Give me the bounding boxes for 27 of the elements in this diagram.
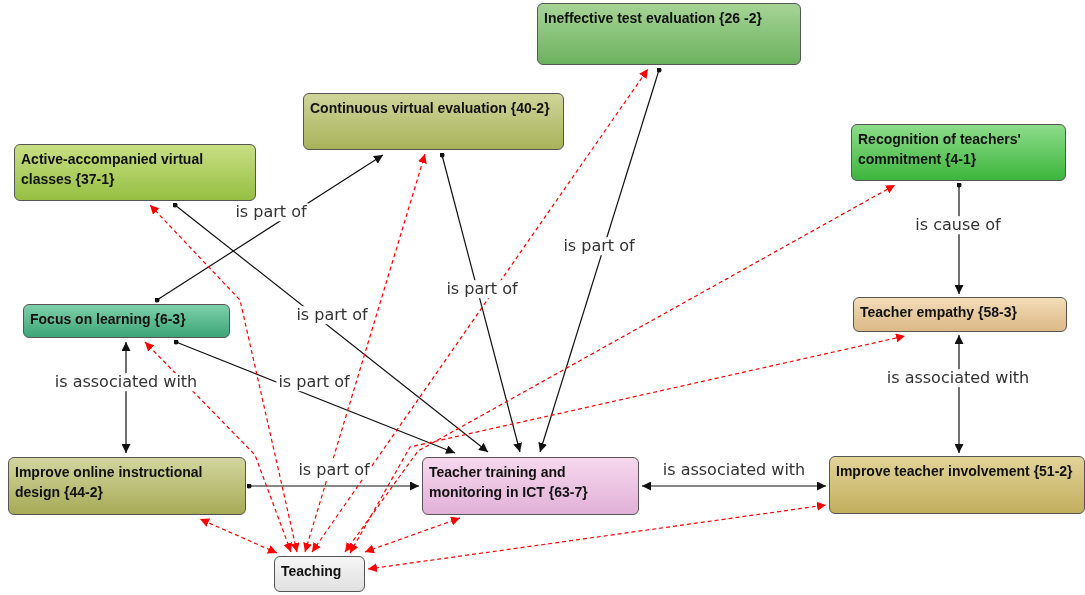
arrow [344,184,896,553]
edge-label: is part of [276,373,352,391]
concept-box: Teaching [274,556,365,592]
concept-box: Continuous virtual evaluation {40-2} [303,93,564,150]
concept-box: Active-accompanied virtual classes {37-1} [14,144,256,201]
arrow [144,341,293,553]
arrow [199,518,278,554]
concept-box: Recognition of teachers' commitment {4-1} [851,124,1066,181]
arrow [641,481,827,491]
arrow [364,516,461,554]
arrow [349,333,906,554]
concept-box: Improve online instructional design {44-2} [8,457,246,515]
arrow [173,339,456,454]
concept-box: Ineffective test evaluation {26 -2} [537,3,801,65]
concept-box: Focus on learning {6-3} [23,304,230,338]
arrow [311,68,649,553]
edge-label: is cause of [913,216,1003,234]
concept-box: Improve teacher involvement {51-2} [829,456,1085,514]
arrow [246,481,420,491]
arrow [439,152,523,453]
arrow [538,67,662,453]
arrow [367,501,827,573]
arrow [172,202,489,453]
concept-box: Teacher empathy {58-3} [853,297,1067,332]
arrow [149,204,300,553]
concept-box: Teacher training and monitoring in ICT {63-7} [422,457,639,515]
arrow [303,153,427,553]
